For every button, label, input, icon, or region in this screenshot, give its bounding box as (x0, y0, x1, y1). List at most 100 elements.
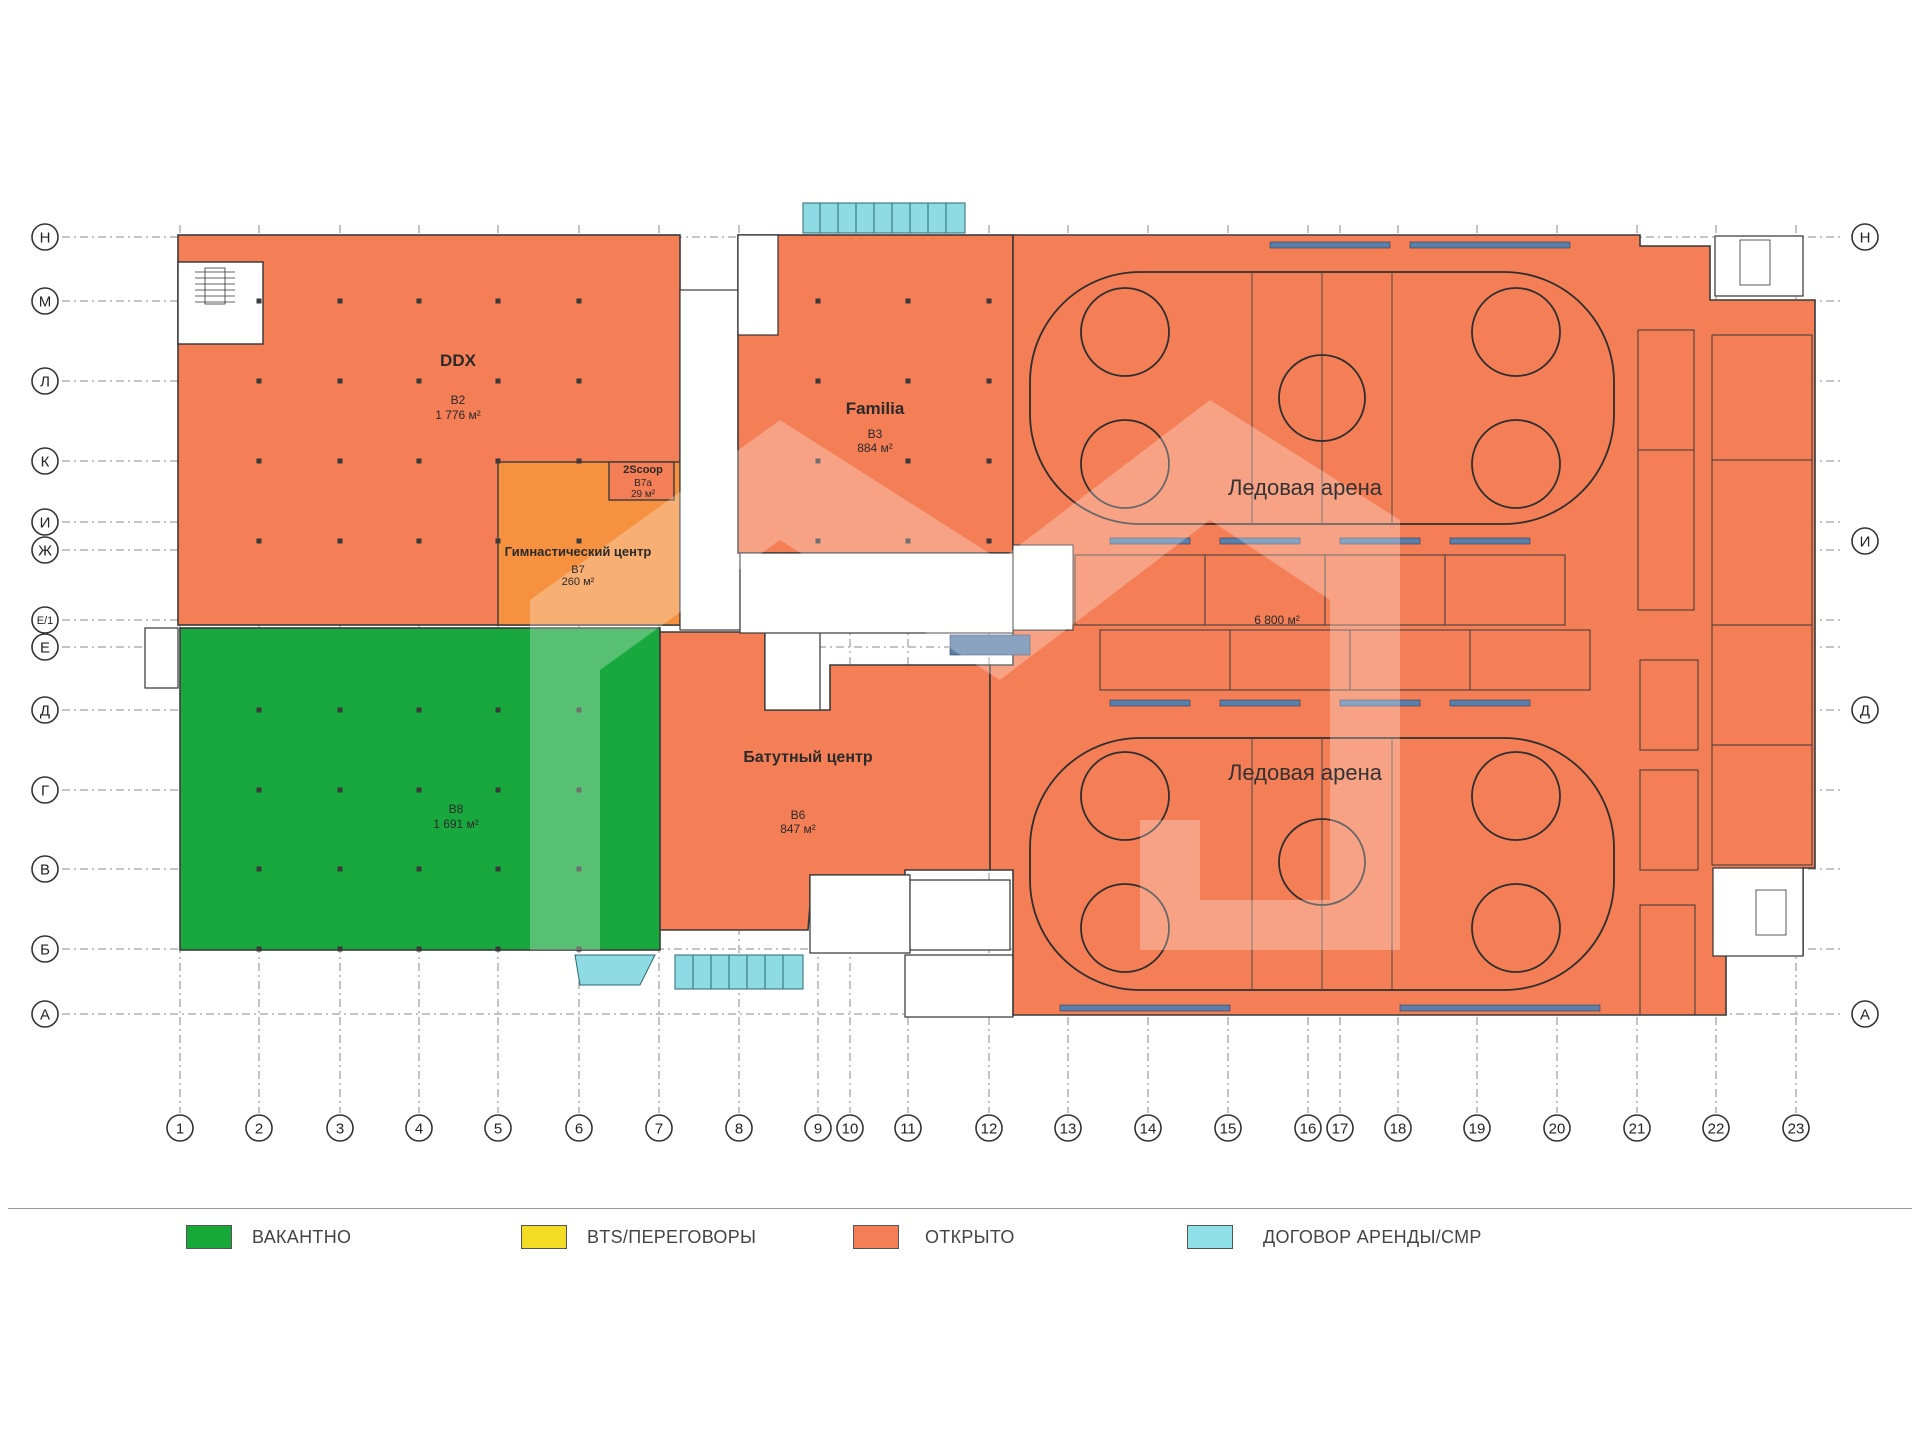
grid-column-bubble (1463, 1114, 1491, 1142)
column-marker (337, 458, 343, 464)
grid-row-label: Е (40, 640, 50, 657)
grid-column-label: 9 (814, 1121, 822, 1138)
unit-labels: DDX B2 1 776 м² Familia B3 884 м² 2Scoop… (433, 351, 1383, 836)
column-marker (905, 298, 911, 304)
grid-column-bubble (1702, 1114, 1730, 1142)
column-marker (495, 538, 501, 544)
grid-column-bubble (1623, 1114, 1651, 1142)
grid-column-label: 21 (1629, 1121, 1646, 1138)
grid-row-bubble (31, 536, 59, 564)
arena-lobby (1012, 544, 1074, 631)
unit-familia-code: B3 (868, 427, 883, 441)
grid-column-label: 2 (255, 1121, 263, 1138)
legend-label-lease: ДОГОВОР АРЕНДЫ/СМР (1263, 1226, 1482, 1247)
grid-row-bubble (31, 223, 59, 251)
column-marker (815, 378, 821, 384)
grid-row-bubble (31, 633, 59, 661)
legend-swatch-bts (521, 1225, 567, 1249)
grid-row-label: Н (40, 230, 51, 247)
grid-column-bubble (1782, 1114, 1810, 1142)
column-marker (905, 378, 911, 384)
grid-column-bubble (1134, 1114, 1162, 1142)
grid-column-bubble (565, 1114, 593, 1142)
grid-row-label: А (40, 1007, 50, 1024)
unit-trampoline-name: Батутный центр (743, 749, 872, 766)
rink-bottom (1029, 737, 1615, 991)
column-marker (337, 298, 343, 304)
grid-column-bubble (836, 1114, 864, 1142)
column-marker (495, 866, 501, 872)
stair-core-nw (177, 261, 264, 345)
grid-row-label: Д (40, 703, 50, 720)
column-marker (256, 458, 262, 464)
glazing-mullions (692, 203, 947, 989)
column-marker (495, 378, 501, 384)
structural-columns (256, 298, 992, 952)
column-marker (576, 458, 582, 464)
grid-row-label: Г (41, 783, 49, 800)
column-marker (576, 946, 582, 952)
column-marker (576, 866, 582, 872)
grid-row-label-right: И (1860, 534, 1871, 551)
legend-item-bts: BTS/ПЕРЕГОВОРЫ (521, 1222, 756, 1252)
unit-scoop-area[interactable] (608, 461, 675, 501)
column-marker (416, 458, 422, 464)
grid-column-label: 8 (735, 1121, 743, 1138)
grid-column-label: 5 (494, 1121, 502, 1138)
unit-familia-area-label: 884 м² (857, 441, 893, 455)
column-marker (256, 946, 262, 952)
grid-column-bubble (326, 1114, 354, 1142)
stair-steps-nw (195, 267, 235, 305)
column-marker (986, 458, 992, 464)
grid-column-label: 15 (1220, 1121, 1237, 1138)
legend-swatch-lease (1187, 1225, 1233, 1249)
column-marker (495, 946, 501, 952)
grid-row-bubble (31, 696, 59, 724)
column-marker (416, 946, 422, 952)
arena-bottom-name: Ледовая арена (1228, 760, 1383, 785)
stair-core-se (1712, 867, 1804, 957)
column-marker (495, 298, 501, 304)
grid-row-label: Б (40, 942, 50, 959)
grid-column-bubble (804, 1114, 832, 1142)
legend-item-vacant: ВАКАНТНО (186, 1222, 351, 1252)
legend-swatch-open (853, 1225, 899, 1249)
grid-row-label: М (39, 294, 52, 311)
floor-plan: DDX B2 1 776 м² Familia B3 884 м² 2Scoop… (31, 202, 1879, 1142)
column-marker (495, 707, 501, 713)
column-marker (815, 298, 821, 304)
grid-column-label: 23 (1788, 1121, 1805, 1138)
watermark-logo (530, 400, 1400, 950)
arena-area-label: 6 800 м² (1254, 613, 1300, 627)
unit-scoop-area-label: 29 м² (631, 489, 656, 500)
legend-label-open: ОТКРЫТО (925, 1226, 1015, 1247)
unit-familia-area[interactable] (737, 234, 1014, 554)
column-marker (337, 866, 343, 872)
unit-vacant-code: B8 (449, 802, 464, 816)
column-marker (495, 787, 501, 793)
column-marker (416, 787, 422, 793)
unit-gym-area-label: 260 м² (562, 576, 595, 588)
grid-row-label: Е/1 (37, 615, 54, 627)
column-marker (256, 787, 262, 793)
column-marker (815, 538, 821, 544)
column-marker (416, 866, 422, 872)
grid-row-label-right: А (1860, 1007, 1870, 1024)
column-marker (905, 458, 911, 464)
unit-ddx-name: DDX (440, 351, 477, 370)
unit-ddx-code: B2 (451, 393, 466, 407)
stair-core-ne (1714, 235, 1804, 297)
grid-column-label: 13 (1060, 1121, 1077, 1138)
grid-row-label: В (40, 862, 50, 879)
grid-column-bubble (1384, 1114, 1412, 1142)
unit-scoop-code: B7a (634, 478, 652, 489)
grid-column-bubble (1326, 1114, 1354, 1142)
legend-divider (8, 1208, 1912, 1209)
grid-row-bubble (31, 935, 59, 963)
grid-column-label: 14 (1140, 1121, 1157, 1138)
column-marker (256, 707, 262, 713)
legend-item-open: ОТКРЫТО (853, 1222, 1015, 1252)
grid-row-bubble-right (1851, 696, 1879, 724)
stair-west (144, 627, 179, 689)
grid-column-bubble (166, 1114, 194, 1142)
